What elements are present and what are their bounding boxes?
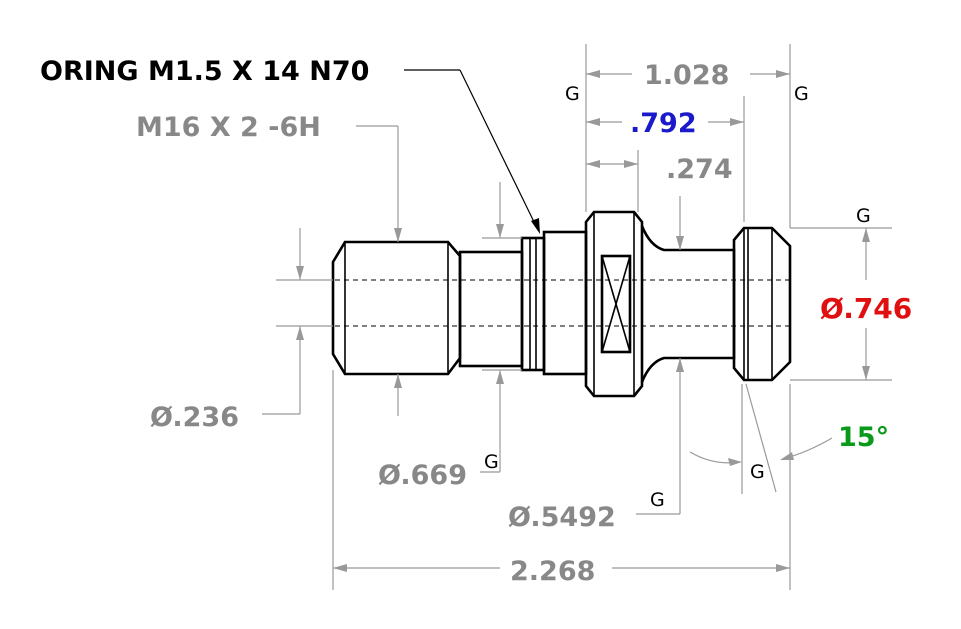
datum-mark-g: G [794,83,809,105]
datum-mark-g: G [750,461,765,483]
leader-line [459,69,537,227]
arrowhead [394,228,402,242]
arrowhead [586,160,600,168]
arrowhead [586,70,600,78]
arrowhead [496,370,504,384]
arrowhead [586,118,600,126]
oring-leader [404,69,540,234]
arrowhead [676,358,684,372]
threaded-section [331,240,462,376]
oring-land [520,236,546,372]
wrench-flat-cross [601,255,631,353]
arrowhead [776,564,790,572]
dimension-lines [262,44,892,590]
dim-diameter-236: Ø.236 [150,402,239,433]
arrowhead [780,452,794,460]
oring-callout: ORING M1.5 X 14 N70 [40,56,369,87]
dim-diameter-5492: Ø.5492 [508,502,616,533]
arrowhead [496,224,504,238]
arrowhead [333,564,347,572]
shank-section [640,225,736,383]
dim-short: .274 [666,154,733,185]
angle-leader [785,437,833,459]
arrowhead [730,118,744,126]
head-section [732,226,792,382]
collar-section [542,230,588,376]
arrowhead [862,366,870,380]
datum-mark-g: G [484,451,499,473]
angle-extension [745,383,777,493]
arrowhead [296,266,304,280]
neck-section [458,250,524,368]
datum-mark-g: G [565,83,580,105]
part-outline [331,210,792,398]
dim-overall-top: 1.028 [644,60,729,91]
dim-overall-bottom: 2.268 [510,556,595,587]
dim-diameter-red: Ø.746 [820,292,912,325]
arrowhead [394,374,402,388]
arrowhead [531,218,540,234]
arrowhead [676,236,684,250]
arrowhead [776,70,790,78]
arrowhead [296,326,304,340]
datum-mark-g: G [856,205,871,227]
arrowhead [728,458,742,466]
arrowhead [862,228,870,242]
thread-callout: M16 X 2 -6H [136,112,321,143]
arrowhead [624,160,638,168]
dim-angle-green: 15° [838,422,889,453]
flange-section [584,210,644,398]
datum-mark-g: G [650,489,665,511]
dim-diameter-669: Ø.669 [378,460,467,491]
dim-mid-blue: .792 [630,108,697,139]
wrench-flat [600,254,632,354]
labels: ORING M1.5 X 14 N70 M16 X 2 -6H 1.028 .7… [40,56,912,587]
